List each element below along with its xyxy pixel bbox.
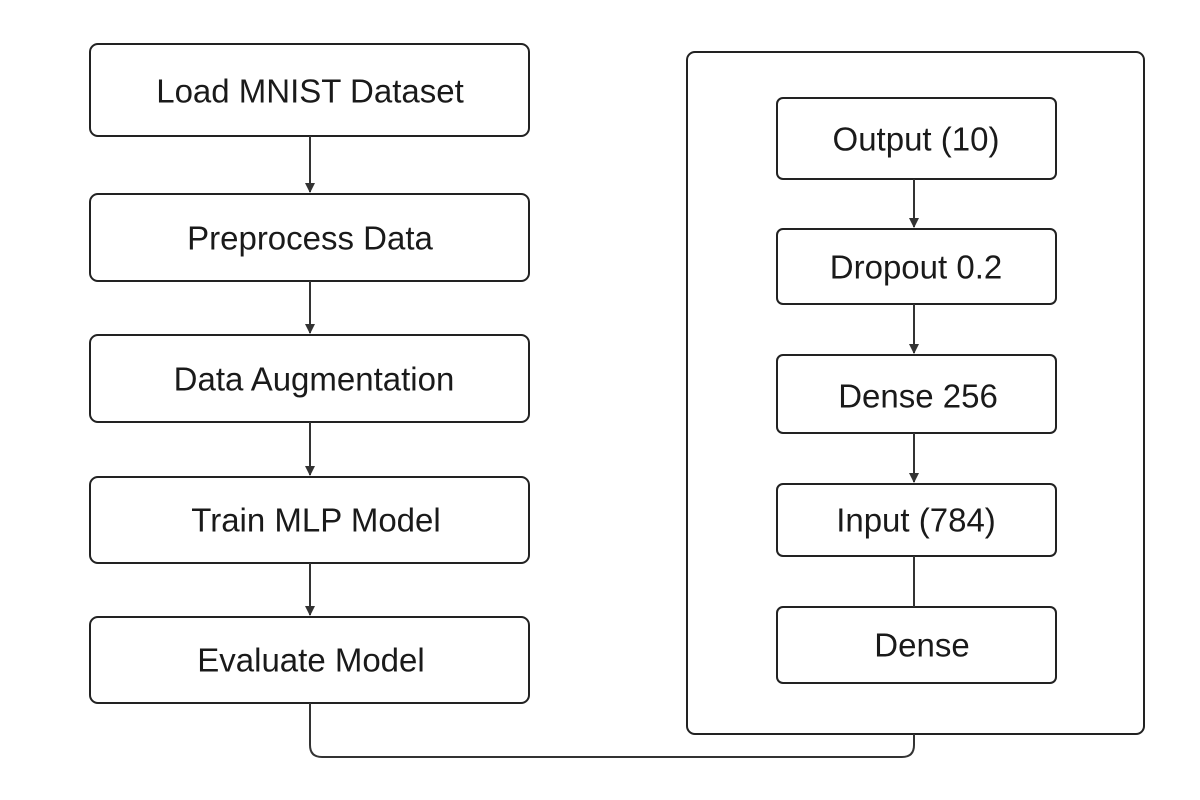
model-architecture-container: [686, 51, 1145, 735]
pipeline-step-label: Train MLP Model: [191, 502, 440, 539]
pipeline-step-load-mnist: Load MNIST Dataset: [89, 43, 530, 137]
pipeline-step-train: Train MLP Model: [89, 476, 530, 564]
layer-label: Dropout 0.2: [830, 249, 1002, 286]
layer-label: Input (784): [836, 502, 996, 539]
layer-label: Dense: [874, 627, 969, 664]
layer-dense-256: Dense 256: [776, 354, 1057, 434]
layer-label: Dense 256: [838, 378, 998, 415]
pipeline-step-label: Data Augmentation: [174, 361, 455, 398]
layer-dropout: Dropout 0.2: [776, 228, 1057, 305]
pipeline-step-label: Load MNIST Dataset: [156, 73, 464, 110]
pipeline-step-preprocess: Preprocess Data: [89, 193, 530, 282]
pipeline-steps: Load MNIST Dataset Preprocess Data Data …: [89, 43, 530, 704]
pipeline-step-evaluate: Evaluate Model: [89, 616, 530, 704]
model-layers: Output (10) Dropout 0.2 Dense 256 Input …: [776, 97, 1057, 684]
layer-output: Output (10): [776, 97, 1057, 180]
connector-evaluate-to-model: [309, 703, 915, 758]
layer-label: Output (10): [833, 121, 1000, 158]
pipeline-step-label: Preprocess Data: [187, 220, 433, 257]
layer-dense: Dense: [776, 606, 1057, 684]
pipeline-step-augmentation: Data Augmentation: [89, 334, 530, 423]
pipeline-step-label: Evaluate Model: [197, 642, 424, 679]
layer-input: Input (784): [776, 483, 1057, 557]
